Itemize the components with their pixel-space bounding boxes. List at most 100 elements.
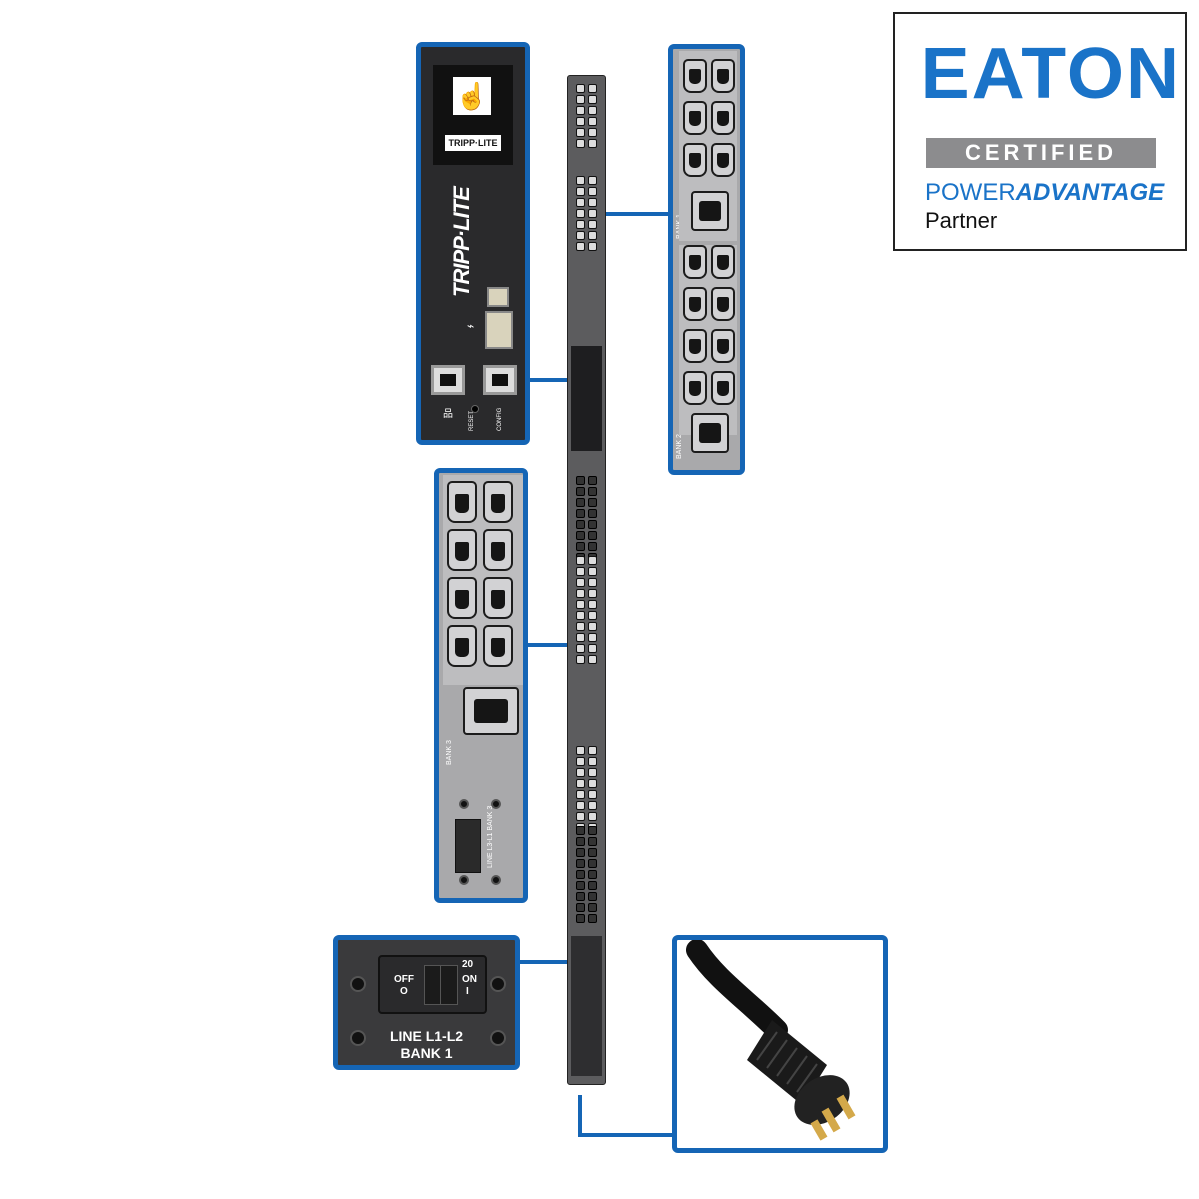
strip-outlet [576,487,585,496]
program-advantage: ADVANTAGE [1015,179,1165,206]
tripp-lite-logo-small: TRIPP·LITE [445,135,501,151]
strip-outlet [576,790,585,799]
strip-outlet [588,231,597,240]
strip-outlet [588,498,597,507]
strip-outlet [576,128,585,137]
c13-outlet [711,143,735,177]
c19-outlet [463,687,519,735]
strip-outlet [588,589,597,598]
network-port[interactable] [431,365,465,395]
connector-line-bank3 [526,643,570,647]
screw [491,799,501,809]
strip-outlet [588,801,597,810]
strip-outlet [576,520,585,529]
c13-outlet [483,481,513,523]
strip-outlet [588,768,597,777]
strip-outlet [576,231,585,240]
connector-line-bank2 [604,212,670,216]
strip-outlet [588,542,597,551]
c13-outlet [683,329,707,363]
strip-outlet [588,600,597,609]
c13-outlet [483,577,513,619]
strip-outlet [588,95,597,104]
partner-text: Partner [925,208,998,233]
strip-outlet [576,848,585,857]
bank3-breaker-switch[interactable] [455,819,481,873]
program-power: POWER [925,179,1016,206]
strip-outlet [588,242,597,251]
breaker-off-symbol: O [400,986,408,997]
screw [459,875,469,885]
c13-outlet [711,329,735,363]
connector-line-controller [528,378,570,382]
breaker-line-label: LINE L1-L2 [389,1028,464,1044]
controller-panel-callout: ☝ TRIPP·LITE TRIPP·LITE ⌁ 品 RESET CONFIG [416,42,530,445]
c13-outlet [711,371,735,405]
strip-outlet [588,578,597,587]
strip-outlet [588,622,597,631]
c13-outlet [683,287,707,321]
screw [350,976,366,992]
strip-outlet [576,903,585,912]
strip-outlet [588,870,597,879]
c13-outlet [447,577,477,619]
usb-b-port[interactable] [487,287,509,307]
strip-outlet [588,139,597,148]
strip-outlet [576,812,585,821]
strip-outlet [576,644,585,653]
c13-outlet [483,529,513,571]
bank3-outlets-callout: BANK 3 LINE L3-L1 BANK 3 [434,468,528,903]
strip-outlet [588,176,597,185]
strip-outlet [588,633,597,642]
c13-outlet [683,143,707,177]
screw [350,1030,366,1046]
strip-outlet [588,198,597,207]
strip-outlet [576,117,585,126]
strip-outlet [588,837,597,846]
strip-outlet [588,812,597,821]
bank3-label: BANK 3 [446,740,453,765]
strip-outlet [588,826,597,835]
strip-outlet [576,95,585,104]
connector-line-plug-v [578,1095,582,1137]
strip-outlet [576,655,585,664]
strip-outlet [576,826,585,835]
eaton-certified-badge: EATON CERTIFIED POWERADVANTAGE Partner [893,12,1187,251]
touch-hand-icon: ☝ [453,77,491,115]
strip-outlet [588,790,597,799]
strip-outlet [576,84,585,93]
strip-outlet [588,881,597,890]
usb-a-ports[interactable] [485,311,513,349]
tripp-lite-logo-large: TRIPP·LITE [449,187,474,297]
strip-outlet [576,779,585,788]
reset-label: RESET [469,410,475,431]
config-port[interactable] [483,365,517,395]
strip-outlet [576,578,585,587]
c13-outlet [683,101,707,135]
strip-outlet [588,892,597,901]
config-label: CONFIG [497,407,503,431]
screw [459,799,469,809]
bank2-label: BANK 2 [676,434,683,459]
strip-outlet [588,644,597,653]
strip-outlet [576,600,585,609]
strip-outlet [576,242,585,251]
strip-outlet [576,198,585,207]
strip-outlet [576,542,585,551]
c13-outlet [483,625,513,667]
c13-outlet [711,101,735,135]
breaker-on-label: ON [462,974,477,985]
strip-outlet [588,84,597,93]
breaker-toggle[interactable] [424,965,458,1005]
breaker-rating: 20 [462,959,474,970]
c13-outlet [447,481,477,523]
display-window: ☝ TRIPP·LITE [433,65,513,165]
screw [490,976,506,992]
strip-outlet [576,859,585,868]
strip-outlet [576,633,585,642]
strip-outlet [588,220,597,229]
strip-outlet [576,870,585,879]
strip-outlet [576,509,585,518]
reset-button[interactable] [471,405,479,413]
